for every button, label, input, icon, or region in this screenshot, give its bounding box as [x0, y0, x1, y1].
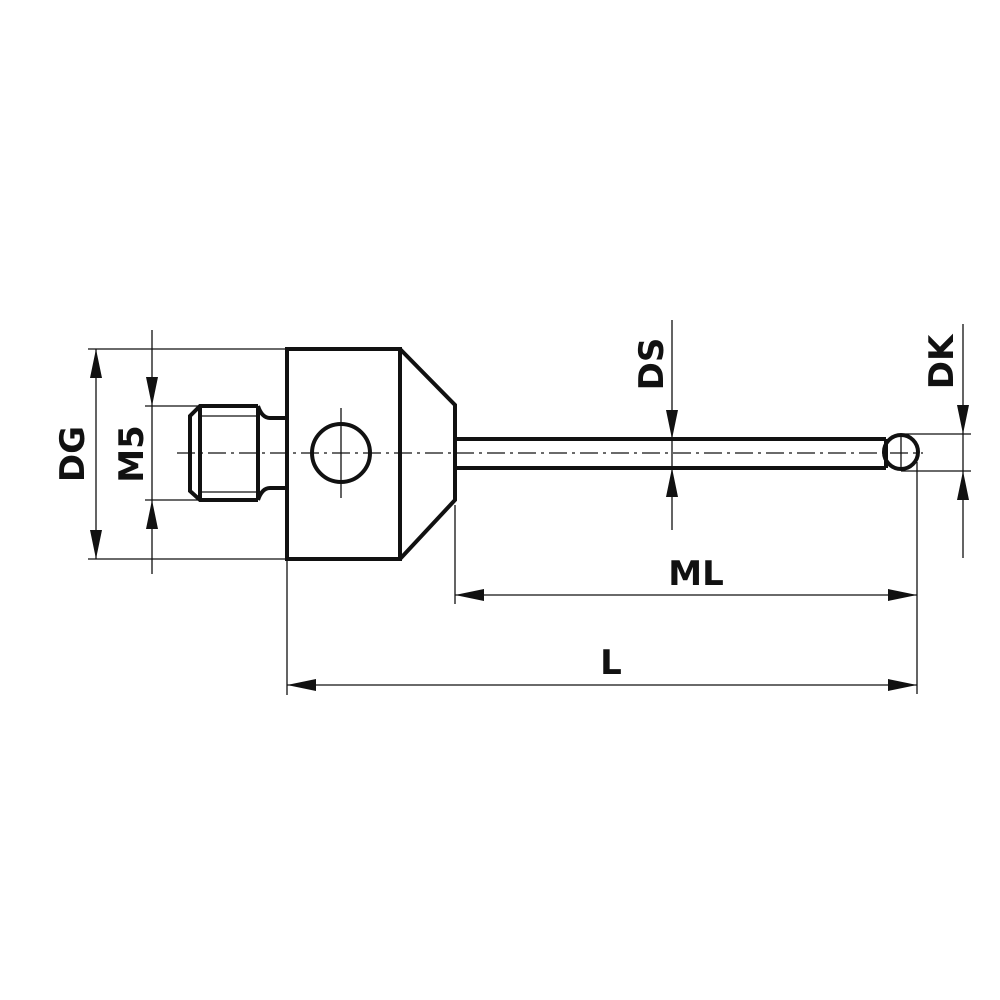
body-cone: [398, 347, 457, 561]
label-l: L: [600, 643, 622, 683]
label-dk: DK: [922, 333, 962, 389]
label-ml: ML: [668, 554, 724, 594]
dimension-dg: DG: [53, 348, 287, 560]
dimension-m5: M5: [112, 330, 200, 574]
dimension-ml: ML: [454, 462, 918, 694]
body-cylinder: [285, 347, 402, 561]
stylus-body: [177, 347, 923, 561]
thread-neck: [256, 405, 287, 501]
dimension-dk: DK: [901, 324, 971, 558]
dimension-ds: DS: [632, 320, 678, 530]
label-ds: DS: [632, 338, 672, 391]
dimension-l: L: [286, 559, 917, 695]
label-m5: M5: [112, 425, 152, 483]
label-dg: DG: [53, 426, 93, 482]
